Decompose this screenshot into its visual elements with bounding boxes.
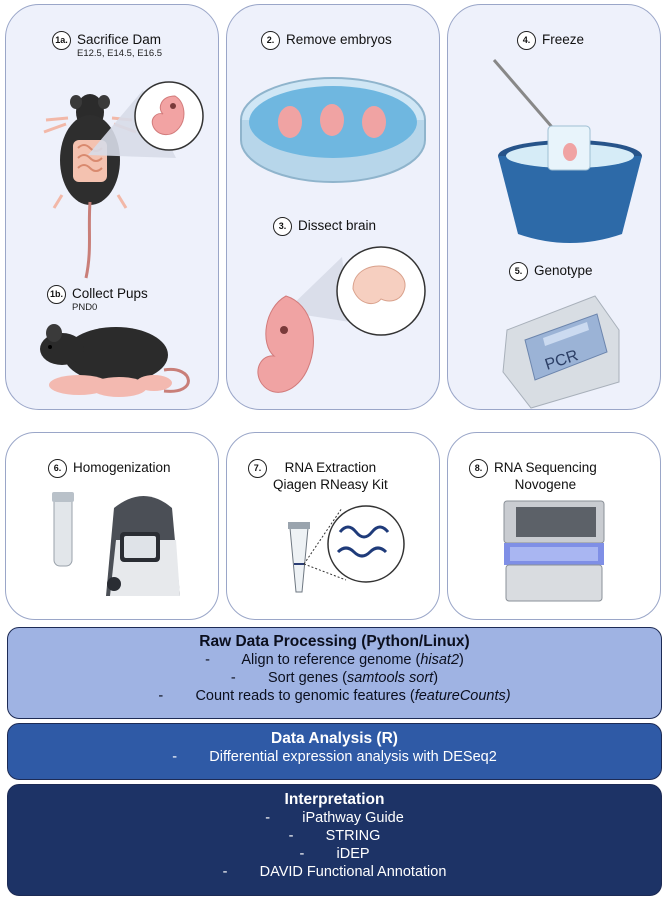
step-title: Remove embryos bbox=[286, 31, 392, 48]
interpretation-heading: Interpretation bbox=[8, 791, 661, 809]
embryo-bubble bbox=[133, 80, 205, 152]
interp-tool-david: - DAVID Functional Annotation bbox=[8, 863, 661, 881]
embryo-illustration bbox=[246, 290, 326, 402]
step-7: 7. RNA Extraction Qiagen RNeasy Kit bbox=[248, 459, 388, 493]
step-title: Collect Pups bbox=[72, 285, 148, 302]
homogenizer-illustration bbox=[44, 488, 194, 606]
data-analysis-box: Data Analysis (R) - Differential express… bbox=[7, 723, 662, 780]
step-number-badge: 2. bbox=[261, 31, 280, 50]
brain-bubble bbox=[335, 245, 427, 337]
interp-tool-ipathway: - iPathway Guide bbox=[8, 809, 661, 827]
step-subtitle: E12.5, E14.5, E16.5 bbox=[77, 48, 162, 59]
step-5: 5. Genotype bbox=[509, 262, 593, 281]
step-number-badge: 1a. bbox=[52, 31, 71, 50]
step-number-badge: 6. bbox=[48, 459, 67, 478]
step-number-badge: 3. bbox=[273, 217, 292, 236]
pcr-machine-illustration: PCR bbox=[495, 290, 625, 410]
step-1a: 1a. Sacrifice Dam E12.5, E14.5, E16.5 bbox=[52, 31, 162, 59]
step-8: 8. RNA Sequencing Novogene bbox=[469, 459, 597, 493]
freeze-ice-bath-illustration bbox=[490, 56, 650, 256]
step-subtitle: Novogene bbox=[494, 476, 597, 493]
step-title: Freeze bbox=[542, 31, 584, 48]
step-title: Genotype bbox=[534, 262, 593, 279]
step-6: 6. Homogenization bbox=[48, 459, 171, 478]
mouse-with-pups-illustration bbox=[24, 315, 194, 405]
step-1b: 1b. Collect Pups PND0 bbox=[47, 285, 148, 313]
raw-step-count: - Count reads to genomic features (featu… bbox=[8, 687, 661, 705]
interpretation-box: Interpretation - iPathway Guide - STRING… bbox=[7, 784, 662, 896]
step-subtitle: PND0 bbox=[72, 302, 148, 313]
step-title: Dissect brain bbox=[298, 217, 376, 234]
raw-step-sort: - Sort genes (samtools sort) bbox=[8, 669, 661, 687]
step-title: RNA Sequencing bbox=[494, 459, 597, 476]
sequencer-illustration bbox=[500, 497, 610, 607]
raw-data-heading: Raw Data Processing (Python/Linux) bbox=[8, 633, 661, 651]
analysis-step-deseq2: - Differential expression analysis with … bbox=[8, 748, 661, 766]
step-number-badge: 1b. bbox=[47, 285, 66, 304]
step-subtitle: Qiagen RNeasy Kit bbox=[273, 476, 388, 493]
interp-tool-idep: - iDEP bbox=[8, 845, 661, 863]
rna-tube-illustration bbox=[280, 500, 410, 600]
step-title: Sacrifice Dam bbox=[77, 31, 162, 48]
step-title: Homogenization bbox=[73, 459, 171, 476]
step-number-badge: 4. bbox=[517, 31, 536, 50]
petri-dish-illustration bbox=[238, 62, 428, 180]
step-number-badge: 7. bbox=[248, 459, 267, 478]
step-4: 4. Freeze bbox=[517, 31, 584, 50]
step-2: 2. Remove embryos bbox=[261, 31, 392, 50]
step-number-badge: 5. bbox=[509, 262, 528, 281]
raw-step-align: - Align to reference genome (hisat2) bbox=[8, 651, 661, 669]
step-number-badge: 8. bbox=[469, 459, 488, 478]
interp-tool-string: - STRING bbox=[8, 827, 661, 845]
data-analysis-heading: Data Analysis (R) bbox=[8, 730, 661, 748]
step-3: 3. Dissect brain bbox=[273, 217, 376, 236]
step-title: RNA Extraction bbox=[273, 459, 388, 476]
raw-data-processing-box: Raw Data Processing (Python/Linux) - Ali… bbox=[7, 627, 662, 719]
